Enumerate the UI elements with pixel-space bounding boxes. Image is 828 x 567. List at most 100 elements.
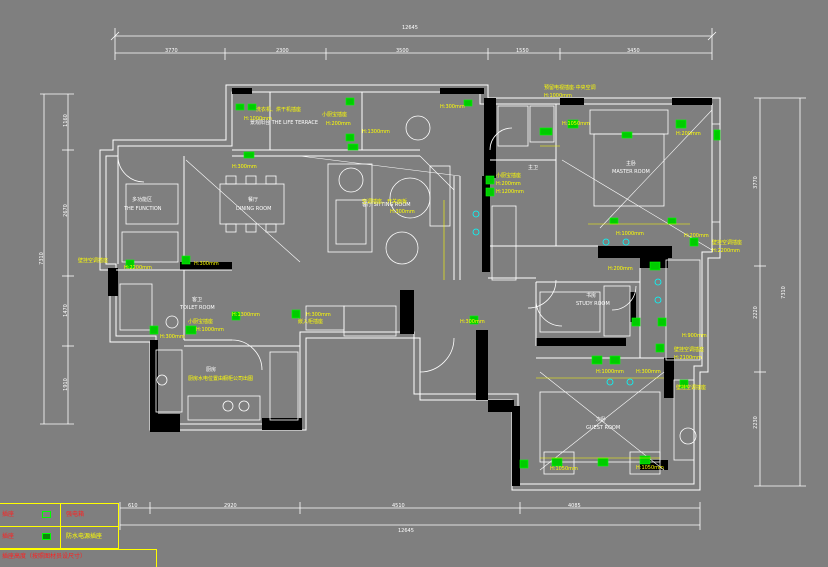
- note-cabinet: 嵌入柜插座: [298, 319, 324, 325]
- height-tag: H:300mm: [232, 164, 257, 170]
- door-swings: [117, 127, 637, 373]
- top-dimension-lines: [110, 28, 717, 60]
- note-kitchen: 厨房水电位置由橱柜公司出图: [188, 376, 254, 382]
- legend-footer: 插座高度（按照图材员设尺寸）: [2, 553, 87, 560]
- height-tag: H:900mm: [682, 333, 707, 339]
- room-study-en: STUDY ROOM: [576, 301, 610, 307]
- bottom-dim-3: 4510: [392, 503, 405, 509]
- height-tag: H:1000mm: [544, 93, 572, 99]
- room-function-cn: 多功能区: [132, 197, 153, 203]
- furniture: [119, 105, 721, 475]
- room-living-label: 客厅 SITTING ROOM: [362, 202, 411, 208]
- note-master-small: 小厨宝插座: [496, 173, 522, 179]
- legend-row: 插座 防水电源插座: [0, 526, 118, 549]
- height-tag: H:1050mm: [550, 466, 578, 472]
- legend-swatch-cell: [30, 526, 61, 548]
- right-dim-3: 2230: [752, 416, 759, 429]
- left-dim-4: 1910: [62, 378, 69, 391]
- top-dim-4: 1550: [516, 48, 529, 54]
- room-study-cn: 书房: [586, 293, 597, 299]
- room-terrace-label: 景观阳台 THE LIFE TERRACE: [250, 120, 318, 126]
- height-tag: H:1000mm: [244, 116, 272, 122]
- note-top-tv: 预留电视插座·中央空调: [544, 85, 596, 91]
- right-dim-1: 3770: [752, 176, 759, 189]
- legend-swatch-cell: [30, 504, 61, 526]
- legend-row: 插座 强电箱: [0, 504, 118, 527]
- ceiling-lines: [185, 109, 713, 471]
- legend-table: 插座 强电箱 插座 防水电源插座: [0, 503, 119, 549]
- fixture-circles: [472, 210, 662, 386]
- legend-label: 插座: [2, 511, 15, 518]
- height-tag: H:300mm: [636, 369, 661, 375]
- left-dim-1: 1160: [62, 114, 69, 127]
- note-toilet-small: 小厨宝插座: [188, 319, 214, 325]
- left-total-dimension: 7310: [38, 252, 45, 265]
- bottom-dim-2: 2920: [224, 503, 237, 509]
- note-master-ac: 壁挂空调插座: [712, 240, 743, 246]
- top-total-dimension: 12645: [402, 25, 418, 31]
- note-terrace-washer: 洗衣机、烘干机插座: [256, 107, 302, 113]
- room-dining-cn: 餐厅: [248, 197, 259, 203]
- right-dim-2: 2220: [752, 306, 759, 319]
- height-tag: H:1300mm: [232, 312, 260, 318]
- legend-footer-box: [0, 549, 157, 567]
- height-tag: H:300mm: [440, 104, 465, 110]
- room-master-toilet: 主卫: [528, 165, 539, 171]
- right-total-dimension: 7310: [780, 286, 787, 299]
- room-guest-en: GUEST ROOM: [586, 425, 621, 431]
- height-tag: H:1300mm: [362, 129, 390, 135]
- wall-blocks: [108, 88, 712, 486]
- top-dim-2: 2300: [276, 48, 289, 54]
- bottom-dimension-lines: [119, 502, 701, 530]
- room-toilet-cn: 客卫: [192, 297, 203, 303]
- interior-walls: [116, 92, 664, 359]
- height-tag: H:1200mm: [496, 189, 524, 195]
- height-tag: H:200mm: [496, 181, 521, 187]
- left-dimension-lines: [40, 93, 74, 425]
- height-tag: H:300mm: [160, 334, 185, 340]
- height-tag: H:2100mm: [674, 355, 702, 361]
- height-tag: H:1000mm: [616, 231, 644, 237]
- room-function-en: THE FUNCTION: [124, 206, 162, 212]
- outer-wall-outline: [99, 84, 721, 491]
- left-dim-2: 2670: [62, 204, 69, 217]
- height-tag: H:300mm: [460, 319, 485, 325]
- height-tag: H:2200mm: [124, 265, 152, 271]
- room-toilet-en: TOILET ROOM: [180, 305, 215, 311]
- height-tag: H:300mm: [390, 209, 415, 215]
- height-tag: H:300mm: [194, 261, 219, 267]
- legend-label: 插座: [2, 533, 15, 540]
- legend-label: 强电箱: [66, 511, 85, 518]
- room-dining-en: DINING ROOM: [236, 206, 272, 212]
- right-dimension-lines: [754, 97, 806, 487]
- left-dim-3: 1470: [62, 304, 69, 317]
- annotation-leaders: [443, 145, 690, 459]
- outline-socket-icon: [42, 511, 51, 518]
- top-dim-1: 3770: [165, 48, 178, 54]
- room-guest-cn: 次卧: [596, 417, 607, 423]
- room-kitchen-label: 厨房: [206, 367, 217, 373]
- note-small-kitchen: 小厨宝插座: [322, 112, 348, 118]
- height-tag: H:1000mm: [196, 327, 224, 333]
- legend-label: 防水电源插座: [66, 533, 103, 540]
- top-dim-5: 3450: [627, 48, 640, 54]
- note-function-ac: 壁挂空调插座: [78, 258, 109, 264]
- height-tag: H:1050mm: [562, 121, 590, 127]
- height-tag: H:1000mm: [596, 369, 624, 375]
- bottom-total-dimension: 12645: [398, 528, 414, 534]
- bottom-dim-1: 610: [128, 503, 138, 509]
- height-tag: H:200mm: [684, 233, 709, 239]
- waterproof-socket-icon: [42, 533, 51, 540]
- note-study-ac: 壁挂空调插座: [674, 347, 705, 353]
- room-master-en: MASTER ROOM: [612, 169, 650, 175]
- height-tag: H:1050mm: [636, 465, 664, 471]
- note-guest-ac: 壁挂空调插座: [676, 385, 707, 391]
- socket-markers: [125, 97, 721, 469]
- room-master-cn: 主卧: [626, 161, 637, 167]
- height-tag: H:300mm: [306, 312, 331, 318]
- bottom-dim-4: 4085: [568, 503, 581, 509]
- note-living-ac: 空调插座、开关面板: [362, 199, 408, 205]
- height-tag: H:200mm: [608, 266, 633, 272]
- height-tag: H:200mm: [326, 121, 351, 127]
